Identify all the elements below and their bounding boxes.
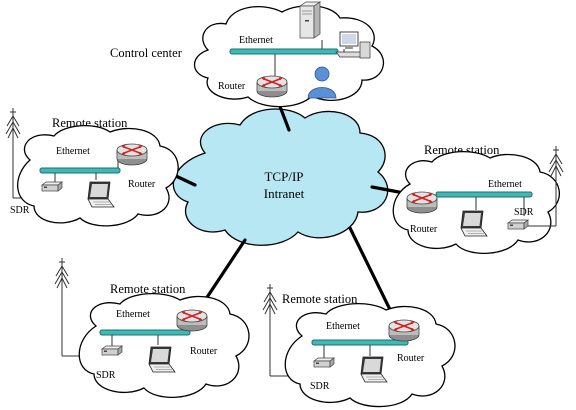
station-bottom-left-cloud xyxy=(78,292,250,399)
station-bottom-right-ethernet-bar xyxy=(311,339,409,346)
antenna-icon xyxy=(262,283,278,365)
remote-station-right: Remote station Ethernet Router SDR xyxy=(392,143,564,255)
remote-station-bottom-left: Remote station Ethernet Router SDR xyxy=(54,257,250,399)
desktop-computer-icon xyxy=(335,31,371,59)
antenna-icon xyxy=(54,257,70,339)
sdr-device-icon xyxy=(313,357,335,368)
station-bottom-left-ethernet-label: Ethernet xyxy=(116,309,150,320)
remote-station-bottom-right: Remote station Ethernet Router SDR xyxy=(262,283,456,408)
station-bottom-left-sdr-label: SDR xyxy=(96,370,116,381)
station-right-ethernet-label: Ethernet xyxy=(488,179,522,190)
router-icon xyxy=(406,191,438,214)
station-bottom-right-title: Remote station xyxy=(282,292,358,306)
server-icon xyxy=(298,1,322,39)
remote-station-top-left: Remote station Ethernet Router SDR xyxy=(5,107,179,227)
station-right-router-label: Router xyxy=(410,224,438,235)
station-top-left-cloud xyxy=(17,124,179,227)
antenna-icon xyxy=(5,107,21,189)
control-center-ethernet-bar xyxy=(229,48,339,55)
station-top-left-sdr-label: SDR xyxy=(10,205,30,216)
sdr-device-icon xyxy=(101,345,123,356)
station-bottom-right-router-label: Router xyxy=(397,353,425,364)
router-icon xyxy=(388,319,420,342)
control-center-cloud xyxy=(193,5,384,108)
router-icon xyxy=(256,75,288,98)
station-top-left-router-label: Router xyxy=(128,179,156,190)
station-top-left-ethernet-label: Ethernet xyxy=(56,146,90,157)
control-center-title: Control center xyxy=(110,46,183,60)
station-bottom-left-router-label: Router xyxy=(190,346,218,357)
intranet-label-line2: Intranet xyxy=(264,186,305,201)
control-center-router-label: Router xyxy=(218,81,246,92)
station-bottom-right-ethernet-label: Ethernet xyxy=(326,321,360,332)
intranet-label-line1: TCP/IP xyxy=(264,169,303,184)
station-right-ethernet-bar xyxy=(435,191,533,198)
station-top-left-ethernet-bar xyxy=(39,167,121,174)
router-icon xyxy=(176,309,208,332)
user-icon xyxy=(307,66,337,99)
control-center-group: Control center Ethernet xyxy=(110,1,384,108)
sdr-device-icon xyxy=(41,181,63,192)
station-right-sdr-label: SDR xyxy=(514,207,534,218)
control-center-ethernet-label: Ethernet xyxy=(239,35,273,46)
router-icon xyxy=(116,143,148,166)
station-bottom-left-ethernet-bar xyxy=(99,329,191,336)
sdr-device-icon xyxy=(507,219,529,230)
station-bottom-left-title: Remote station xyxy=(110,282,186,296)
intranet-cloud xyxy=(172,108,389,246)
station-bottom-right-sdr-label: SDR xyxy=(310,381,330,392)
